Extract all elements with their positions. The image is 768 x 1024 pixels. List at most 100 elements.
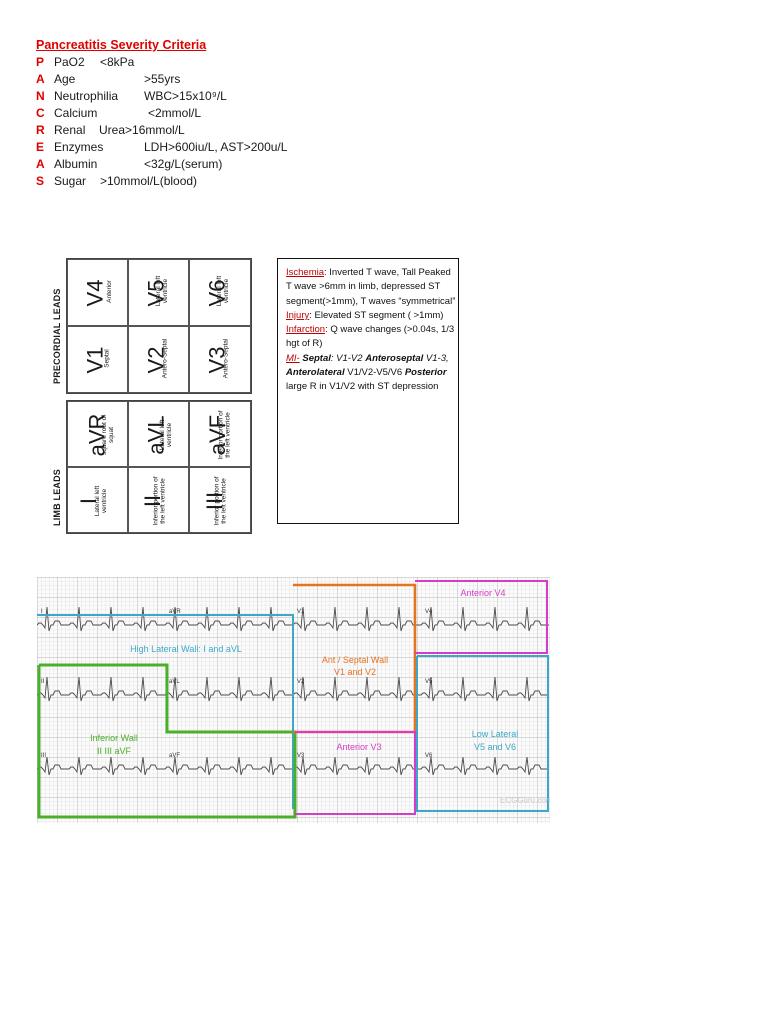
criteria-letter: C bbox=[36, 106, 45, 120]
watermark: ECGGuru.com bbox=[500, 796, 550, 805]
anterolateral-text: V1/V2-V5/V6 bbox=[344, 367, 405, 379]
criteria-name: Neutrophilia bbox=[54, 89, 119, 103]
criteria-value: <32g/L(serum) bbox=[144, 157, 223, 171]
criteria-name: PaO2 bbox=[54, 55, 85, 69]
ecg-changes-info-box: Ischemia: Inverted T wave, Tall Peaked T… bbox=[277, 258, 459, 524]
low-lateral-region-outline bbox=[416, 655, 549, 812]
criteria-name: Age bbox=[54, 72, 76, 86]
septal-text: : V1-V2 bbox=[330, 352, 366, 364]
criteria-name: Albumin bbox=[54, 157, 98, 171]
limb-grid bbox=[66, 400, 252, 534]
criteria-letter: N bbox=[36, 89, 45, 103]
anterolateral-label: Anterolateral bbox=[286, 367, 345, 379]
lead-name: V4 bbox=[82, 279, 108, 307]
ecg-lead-label: V1 bbox=[297, 609, 305, 615]
lead-desc: Anterior bbox=[105, 280, 113, 303]
ecg-lead-label: V3 bbox=[297, 753, 305, 759]
region-label-ant-septal: Ant / Septal Wall bbox=[322, 655, 388, 665]
lead-cell-v2: V2 Antero-Septal bbox=[128, 326, 189, 393]
ischemia-paragraph: Ischemia: Inverted T wave, Tall Peaked T… bbox=[286, 266, 458, 309]
lead-desc: Antero-Septal bbox=[161, 338, 169, 379]
criteria-value: LDH>600iu/L, AST>200u/L bbox=[144, 140, 288, 154]
anteroseptal-label: Anteroseptal bbox=[365, 352, 424, 364]
ischemia-label: Ischemia bbox=[286, 267, 325, 278]
mi-paragraph: MI- Septal: V1-V2 Anteroseptal V1-3, Ante… bbox=[286, 352, 458, 395]
criteria-value: Urea>16mmol/L bbox=[99, 123, 185, 137]
criteria-value: >55yrs bbox=[144, 72, 181, 86]
region-label-low-lateral-leads: V5 and V6 bbox=[474, 742, 516, 752]
ecg-lead-label: aVF bbox=[169, 753, 180, 759]
ecg-lead-label: III bbox=[41, 753, 46, 759]
anterior-v4-region-outline bbox=[415, 580, 548, 654]
infarction-label: Infarction bbox=[286, 324, 326, 336]
criteria-letter: P bbox=[36, 55, 45, 69]
region-label-low-lateral: Low Lateral bbox=[472, 729, 519, 739]
ecg-lead-label: V6 bbox=[425, 753, 433, 759]
infarction-text: : Q wave changes (>0.04s, 1/3 hgt of R) bbox=[286, 324, 455, 350]
lead-cell-v1: V1 Septal bbox=[67, 326, 128, 393]
criteria-name: Enzymes bbox=[54, 140, 104, 154]
mi-label: MI- bbox=[286, 352, 300, 364]
region-label-inferior: Inferior Wall bbox=[90, 733, 138, 743]
posterior-text: large R in V1/V2 with ST depression bbox=[286, 381, 439, 393]
injury-label: Injury bbox=[286, 309, 310, 321]
ecg-lead-label: V4 bbox=[425, 609, 433, 615]
ecg-lead-label: II bbox=[41, 679, 45, 685]
criteria-value: WBC>15x10⁹/L bbox=[144, 89, 227, 103]
criteria-letter: A bbox=[36, 72, 45, 86]
precordial-grid bbox=[66, 258, 252, 394]
criteria-name: Calcium bbox=[54, 106, 98, 120]
ecg-lead-label: V5 bbox=[425, 679, 433, 685]
ecg-lead-label: I bbox=[41, 609, 43, 615]
lead-cell-v4: V4 Anterior bbox=[67, 259, 128, 326]
region-label-ant-septal-leads: V1 and V2 bbox=[334, 667, 376, 677]
lead-cell-v3: V3 Antero-Septal bbox=[189, 326, 251, 393]
ecg-lead-label: V2 bbox=[297, 679, 305, 685]
criteria-name: Renal bbox=[54, 123, 86, 137]
limb-leads-label: LIMB LEADS bbox=[52, 469, 62, 526]
criteria-value: <2mmol/L bbox=[148, 106, 202, 120]
ecg-lead-label: aVL bbox=[169, 679, 180, 685]
region-label-inferior-leads: II III aVF bbox=[97, 746, 132, 756]
criteria-letter: E bbox=[36, 140, 45, 154]
criteria-value: >10mmol/L(blood) bbox=[100, 174, 198, 188]
anterior-v3-region-outline bbox=[295, 731, 416, 815]
septal-label: Septal bbox=[302, 352, 331, 364]
anteroseptal-text: V1-3, bbox=[423, 352, 449, 364]
injury-paragraph: Injury: Elevated ST segment ( >1mm) bbox=[286, 309, 458, 323]
criteria-name: Sugar bbox=[54, 174, 87, 188]
region-label-anterior-v4: Anterior V4 bbox=[460, 588, 505, 598]
ecg-lead-label: aVR bbox=[169, 609, 181, 615]
injury-text: : Elevated ST segment ( >1mm) bbox=[309, 309, 444, 321]
pancreatitis-title: Pancreatitis Severity Criteria bbox=[36, 38, 207, 52]
ischemia-text: : Inverted T wave, Tall Peaked T wave >6… bbox=[286, 267, 456, 307]
ecg-leads-table: PRECORDIAL LEADS LIMB LEADS V4 Anterior … bbox=[48, 258, 252, 536]
criteria-value: <8kPa bbox=[100, 55, 135, 69]
lead-desc: Septal bbox=[103, 349, 111, 368]
criteria-letter: A bbox=[36, 157, 45, 171]
region-label-high-lateral: High Lateral Wall: I and aVL bbox=[130, 644, 242, 654]
criteria-letter: S bbox=[36, 174, 45, 188]
lead-desc: Antero-Septal bbox=[222, 338, 230, 379]
precordial-leads-label: PRECORDIAL LEADS bbox=[52, 288, 62, 384]
posterior-label: Posterior bbox=[404, 367, 447, 379]
high-lateral-region-outline bbox=[37, 614, 294, 809]
